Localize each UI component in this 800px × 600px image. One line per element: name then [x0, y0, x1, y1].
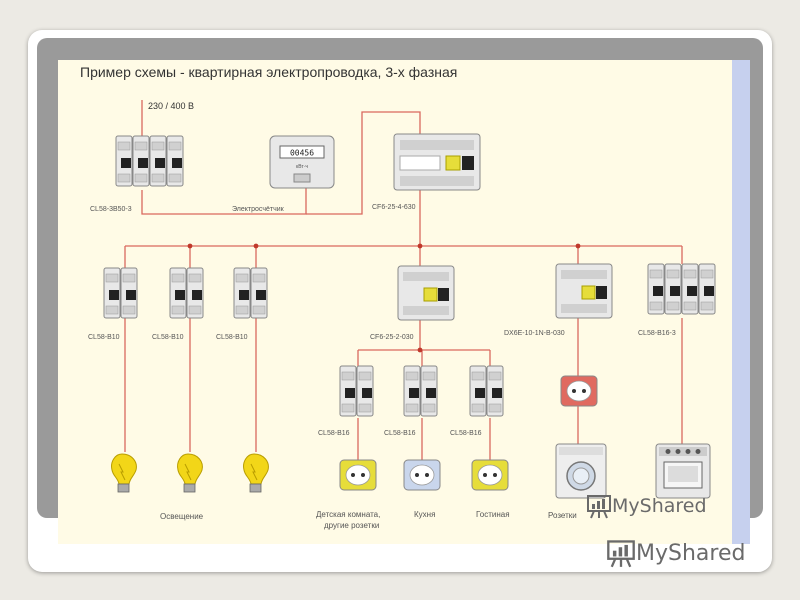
label-sub-2: CL58-B16 [384, 430, 416, 437]
breaker-2-circuit-breaker-icon [169, 267, 204, 319]
stove-icon [655, 443, 711, 499]
myshared-logo-icon [607, 540, 635, 568]
lightbulb-icon [243, 453, 269, 493]
label-rcd-mid: CF6-25-2-030 [370, 334, 414, 341]
middle-rcd-circuit-breaker-icon [397, 265, 455, 321]
lightbulb-icon [111, 453, 137, 493]
lightbulb-icon [177, 453, 203, 493]
label-breaker-right: CL58-B16-3 [638, 330, 676, 337]
label-breaker-2: CL58-B10 [152, 334, 184, 341]
differential-breaker-circuit-breaker-icon [555, 263, 613, 319]
electric-meter-icon: 00456 кВт·ч [269, 135, 335, 189]
junction-dots [187, 243, 581, 353]
stove-breaker-circuit-breaker-icon [647, 263, 716, 315]
meter-unit: кВт·ч [296, 164, 308, 170]
label-rcd-main: CF6-25-4-630 [372, 204, 416, 211]
socket-icon [339, 459, 377, 491]
wires [124, 100, 683, 460]
watermark-text: MyShared [612, 495, 707, 517]
label-living: Гостиная [476, 510, 510, 519]
slide-accent-strip [732, 60, 750, 544]
main-breaker-circuit-breaker-icon [115, 135, 184, 187]
label-meter: Электросчётчик [232, 206, 284, 213]
breaker-1-circuit-breaker-icon [103, 267, 138, 319]
label-breaker-3: CL58-B10 [216, 334, 248, 341]
label-kitchen: Кухня [414, 510, 436, 519]
label-main-breaker: CL58-3B50-3 [90, 206, 132, 213]
sub-breaker-1-circuit-breaker-icon [339, 365, 374, 417]
label-room-line2: другие розетки [324, 521, 380, 530]
myshared-logo-icon [587, 495, 611, 519]
watermark-outer: MyShared [606, 538, 745, 568]
watermark-text: MyShared [636, 540, 746, 566]
socket-icon [471, 459, 509, 491]
label-sub-1: CL58-B16 [318, 430, 350, 437]
label-breaker-1: CL58-B10 [88, 334, 120, 341]
label-room-line1: Детская комната, [316, 510, 381, 519]
diagram-title: Пример схемы - квартирная электропроводк… [80, 64, 458, 80]
watermark-inner: MyShared [586, 493, 707, 519]
sub-breaker-2-circuit-breaker-icon [403, 365, 438, 417]
voltage-label: 230 / 400 В [148, 101, 195, 111]
washing-machine-icon [555, 443, 607, 499]
red-socket-icon [560, 375, 598, 407]
label-sockets: Розетки [548, 511, 577, 520]
breaker-3-circuit-breaker-icon [233, 267, 268, 319]
label-sub-3: CL58-B16 [450, 430, 482, 437]
label-dif: DX6E-10-1N-B-030 [504, 330, 565, 337]
label-lighting: Освещение [160, 512, 204, 521]
sub-breaker-3-circuit-breaker-icon [469, 365, 504, 417]
main-rcd-circuit-breaker-icon [393, 133, 481, 191]
meter-digits: 00456 [290, 149, 314, 158]
socket-icon [403, 459, 441, 491]
